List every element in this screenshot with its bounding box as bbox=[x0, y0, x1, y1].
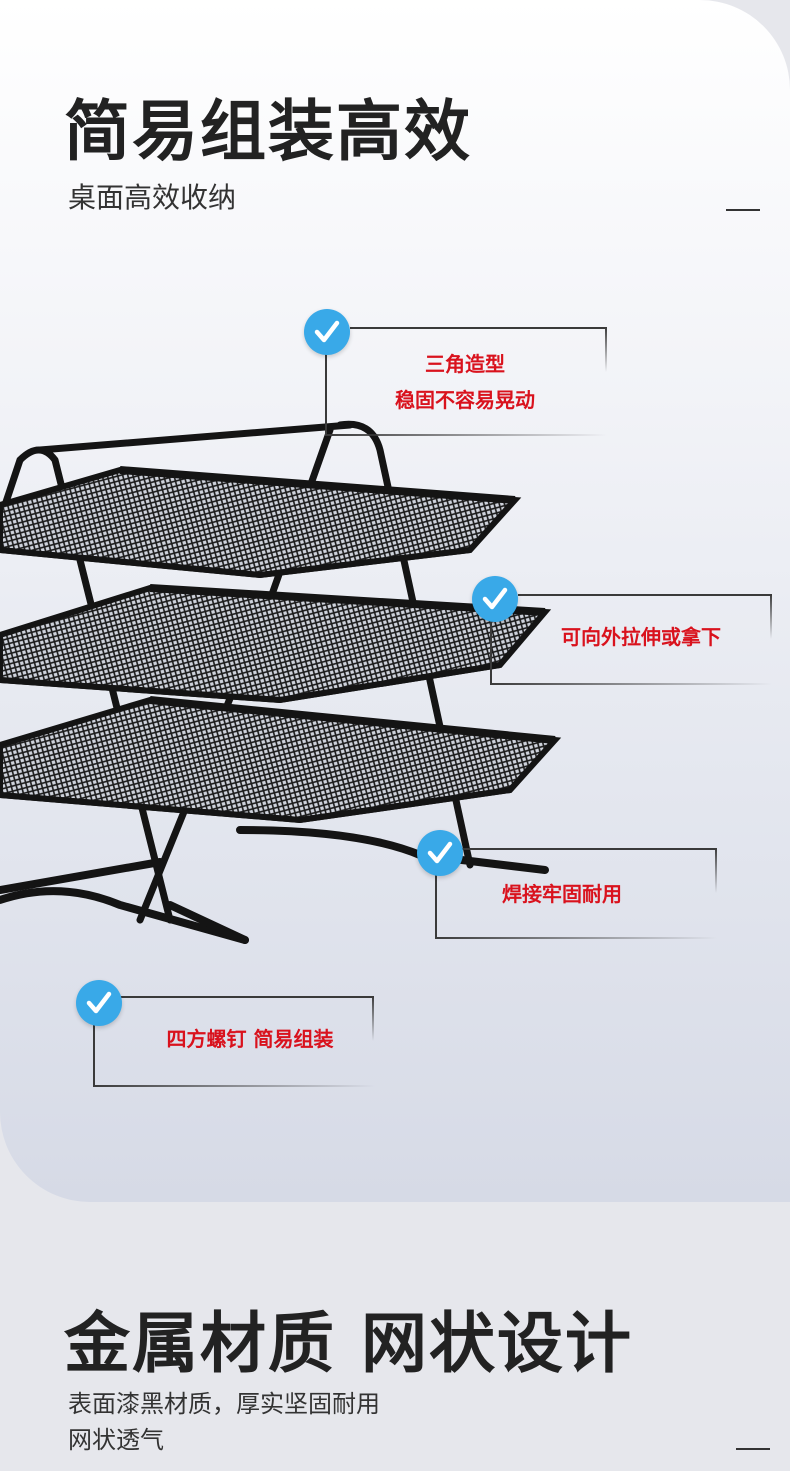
callout4-text: 四方螺钉 简易组装 bbox=[140, 1021, 360, 1057]
section2-subtitle: 表面漆黑材质，厚实坚固耐用 网状透气 bbox=[68, 1386, 380, 1458]
callout4-line1: 四方螺钉 简易组装 bbox=[166, 1027, 334, 1051]
callout4-vertical-line bbox=[93, 1020, 95, 1086]
callout3-line1: 焊接牢固耐用 bbox=[502, 882, 622, 906]
callout4-top-line bbox=[120, 996, 374, 998]
section2-title: 金属材质 网状设计 bbox=[64, 1305, 633, 1382]
divider-dash bbox=[726, 209, 760, 211]
callout3-corner bbox=[715, 848, 717, 893]
callout1-bottom-line bbox=[325, 434, 607, 436]
check-icon bbox=[472, 576, 518, 622]
section2-subtitle-line1: 表面漆黑材质，厚实坚固耐用 bbox=[68, 1390, 380, 1418]
callout1-line2: 稳固不容易晃动 bbox=[395, 388, 535, 412]
mesh-tray-rack-image bbox=[0, 420, 562, 944]
callout3-top-line bbox=[462, 848, 716, 850]
callout2-vertical-line bbox=[490, 618, 492, 684]
callout1-text: 三角造型 稳固不容易晃动 bbox=[360, 346, 570, 418]
callout3-bottom-line bbox=[435, 937, 717, 939]
check-icon bbox=[304, 309, 350, 355]
callout3-vertical-line bbox=[435, 870, 437, 938]
callout1-corner bbox=[605, 327, 607, 372]
callout2-top-line bbox=[518, 594, 772, 596]
callout1-line1: 三角造型 bbox=[425, 352, 505, 376]
callout3-text: 焊接牢固耐用 bbox=[457, 876, 667, 912]
check-icon bbox=[76, 980, 122, 1026]
section1-subtitle: 桌面高效收纳 bbox=[68, 181, 237, 214]
callout4-bottom-line bbox=[93, 1085, 375, 1087]
callout2-line1: 可向外拉伸或拿下 bbox=[561, 625, 721, 649]
callout2-text: 可向外拉伸或拿下 bbox=[536, 619, 746, 655]
callout1-top-line bbox=[350, 327, 605, 329]
callout2-bottom-line bbox=[490, 683, 772, 685]
section2-subtitle-line2: 网状透气 bbox=[68, 1426, 164, 1454]
callout2-corner bbox=[770, 594, 772, 639]
divider-dash bbox=[736, 1448, 770, 1450]
callout1-vertical-line bbox=[325, 342, 327, 436]
section1-title: 简易组装高效 bbox=[64, 93, 472, 170]
check-icon bbox=[417, 830, 463, 876]
callout4-corner bbox=[372, 996, 374, 1041]
